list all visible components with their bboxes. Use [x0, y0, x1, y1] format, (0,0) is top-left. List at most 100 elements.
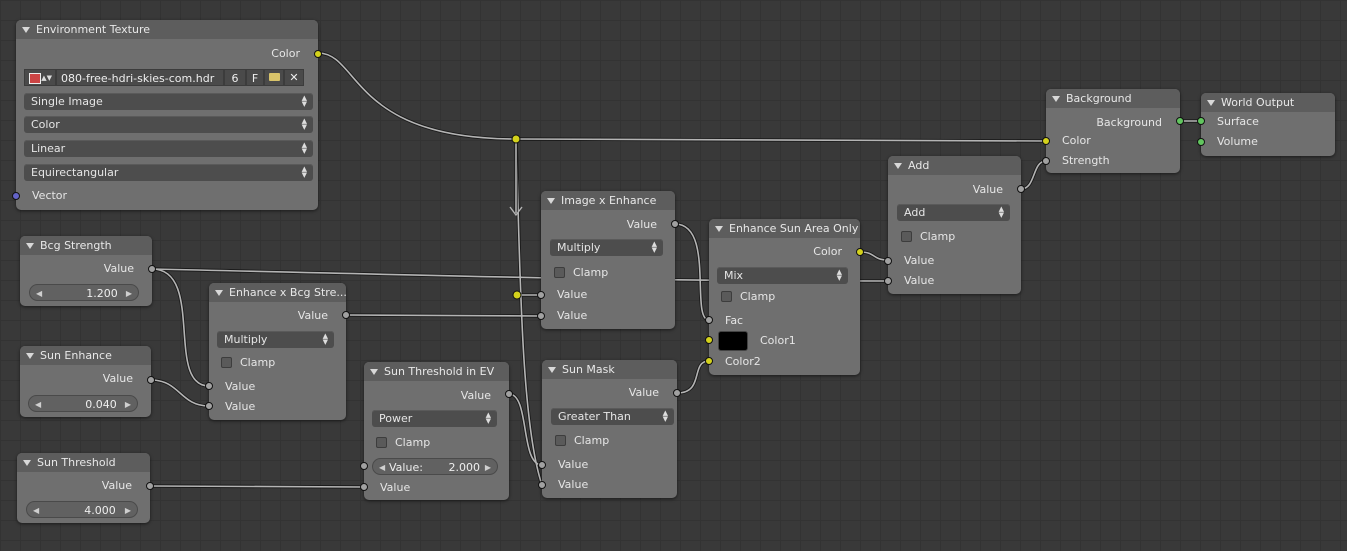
input-surface-socket[interactable]	[1197, 117, 1205, 125]
node-sun-enhance[interactable]: Sun Enhance Value ◀0.040▶	[20, 346, 155, 417]
input-value-1-socket[interactable]	[360, 462, 368, 470]
input-value-2-socket[interactable]	[360, 483, 368, 491]
collapse-icon[interactable]	[715, 226, 723, 232]
input-strength-socket[interactable]	[1042, 157, 1050, 165]
output-value-socket[interactable]	[342, 311, 350, 319]
collapse-icon[interactable]	[22, 27, 30, 33]
node-header[interactable]: Add	[888, 156, 1021, 175]
source-dropdown[interactable]: Single Image▲▼	[24, 93, 313, 110]
output-background-socket[interactable]	[1176, 117, 1184, 125]
decrement-icon[interactable]: ◀	[379, 463, 386, 472]
checkbox-box[interactable]	[555, 435, 566, 446]
collapse-icon[interactable]	[26, 243, 34, 249]
checkbox-box[interactable]	[554, 267, 565, 278]
clamp-checkbox[interactable]: Clamp	[221, 355, 275, 371]
blend-type-dropdown[interactable]: Mix▲▼	[717, 267, 848, 284]
input-color2-socket[interactable]	[705, 357, 713, 365]
collapse-icon[interactable]	[547, 198, 555, 204]
node-header[interactable]: Sun Enhance	[20, 346, 151, 365]
checkbox-box[interactable]	[721, 291, 732, 302]
collapse-icon[interactable]	[23, 460, 31, 466]
input-fac-socket[interactable]	[705, 316, 713, 324]
input-volume-socket[interactable]	[1197, 138, 1205, 146]
clamp-checkbox[interactable]: Clamp	[721, 289, 775, 305]
collapse-icon[interactable]	[26, 353, 34, 359]
color-space-dropdown[interactable]: Color▲▼	[24, 116, 313, 133]
node-header[interactable]: Background	[1046, 89, 1180, 108]
node-header[interactable]: Enhance Sun Area Only	[709, 219, 860, 238]
node-header[interactable]: World Output	[1201, 93, 1335, 112]
unlink-image-button[interactable]: ✕	[284, 69, 304, 86]
input-value-2-socket[interactable]	[205, 402, 213, 410]
clamp-checkbox[interactable]: Clamp	[901, 229, 955, 245]
operation-dropdown[interactable]: Power▲▼	[372, 410, 497, 427]
fake-user-button[interactable]: F	[246, 69, 264, 86]
output-value-socket[interactable]	[1017, 185, 1025, 193]
checkbox-box[interactable]	[221, 357, 232, 368]
value-field[interactable]: ◀0.040▶	[28, 395, 138, 412]
node-sun-threshold[interactable]: Sun Threshold Value ◀4.000▶	[17, 453, 154, 523]
node-enhance-sun-area-only[interactable]: Enhance Sun Area Only Color Mix▲▼ Clamp …	[705, 219, 864, 375]
collapse-icon[interactable]	[370, 369, 378, 375]
input-value-2-socket[interactable]	[537, 312, 545, 320]
output-color-socket[interactable]	[314, 50, 322, 58]
checkbox-box[interactable]	[901, 231, 912, 242]
node-sun-threshold-in-ev[interactable]: Sun Threshold in EV Value Power▲▼ Clamp …	[360, 362, 513, 500]
node-background[interactable]: Background Background Color Strength	[1042, 89, 1184, 173]
input-vector-socket[interactable]	[12, 192, 20, 200]
decrement-icon[interactable]: ◀	[33, 506, 40, 515]
input-value-2-socket[interactable]	[538, 481, 546, 489]
clamp-checkbox[interactable]: Clamp	[376, 435, 430, 451]
output-value-socket[interactable]	[148, 265, 156, 273]
collapse-icon[interactable]	[1207, 100, 1215, 106]
operation-dropdown[interactable]: Greater Than▲▼	[551, 408, 674, 425]
decrement-icon[interactable]: ◀	[36, 289, 43, 298]
image-name-field[interactable]: 080-free-hdri-skies-com.hdr	[56, 69, 224, 86]
operation-dropdown[interactable]: Add▲▼	[897, 204, 1010, 221]
image-users-count[interactable]: 6	[224, 69, 246, 86]
node-bcg-strength[interactable]: Bcg Strength Value ◀1.200▶	[20, 236, 156, 306]
increment-icon[interactable]: ▶	[484, 463, 491, 472]
value-field[interactable]: ◀Value:2.000▶	[372, 458, 498, 475]
checkbox-box[interactable]	[376, 437, 387, 448]
node-environment-texture[interactable]: Environment Texture Color ▲▼ 080-free-hd…	[12, 20, 322, 210]
output-value-socket[interactable]	[147, 376, 155, 384]
value-field[interactable]: ◀1.200▶	[29, 284, 139, 301]
node-enhance-x-bcg-strength[interactable]: Enhance x Bcg Stre... Value Multiply▲▼ C…	[205, 283, 350, 420]
interpolation-dropdown[interactable]: Linear▲▼	[24, 140, 313, 157]
collapse-icon[interactable]	[548, 367, 556, 373]
input-value-1-socket[interactable]	[537, 291, 545, 299]
input-value-1-socket[interactable]	[884, 257, 892, 265]
node-header[interactable]: Sun Mask	[542, 360, 677, 379]
node-world-output[interactable]: World Output Surface Volume	[1197, 93, 1335, 156]
color1-swatch[interactable]	[718, 331, 748, 351]
input-value-1-socket[interactable]	[538, 461, 546, 469]
node-header[interactable]: Environment Texture	[16, 20, 318, 39]
node-header[interactable]: Sun Threshold	[17, 453, 150, 472]
decrement-icon[interactable]: ◀	[35, 400, 42, 409]
output-color-socket[interactable]	[856, 248, 864, 256]
node-sun-mask[interactable]: Sun Mask Value Greater Than▲▼ Clamp Valu…	[538, 360, 681, 498]
input-color-socket[interactable]	[1042, 137, 1050, 145]
node-header[interactable]: Sun Threshold in EV	[364, 362, 509, 381]
input-value-1-socket[interactable]	[205, 382, 213, 390]
open-image-button[interactable]	[264, 69, 284, 86]
clamp-checkbox[interactable]: Clamp	[554, 265, 608, 281]
clamp-checkbox[interactable]: Clamp	[555, 433, 609, 449]
node-header[interactable]: Image x Enhance	[541, 191, 675, 210]
output-value-socket[interactable]	[673, 389, 681, 397]
node-header[interactable]: Bcg Strength	[20, 236, 152, 255]
value-field[interactable]: ◀4.000▶	[26, 501, 138, 518]
increment-icon[interactable]: ▶	[125, 289, 132, 298]
operation-dropdown[interactable]: Multiply▲▼	[550, 239, 663, 256]
collapse-icon[interactable]	[1052, 96, 1060, 102]
input-color1-socket[interactable]	[705, 336, 713, 344]
node-add[interactable]: Add Value Add▲▼ Clamp Value Value	[884, 156, 1025, 294]
output-value-socket[interactable]	[146, 482, 154, 490]
output-value-socket[interactable]	[505, 390, 513, 398]
output-value-socket[interactable]	[671, 220, 679, 228]
image-browse-button[interactable]: ▲▼	[24, 69, 56, 86]
increment-icon[interactable]: ▶	[124, 400, 131, 409]
collapse-icon[interactable]	[215, 290, 223, 296]
node-header[interactable]: Enhance x Bcg Stre...	[209, 283, 346, 302]
